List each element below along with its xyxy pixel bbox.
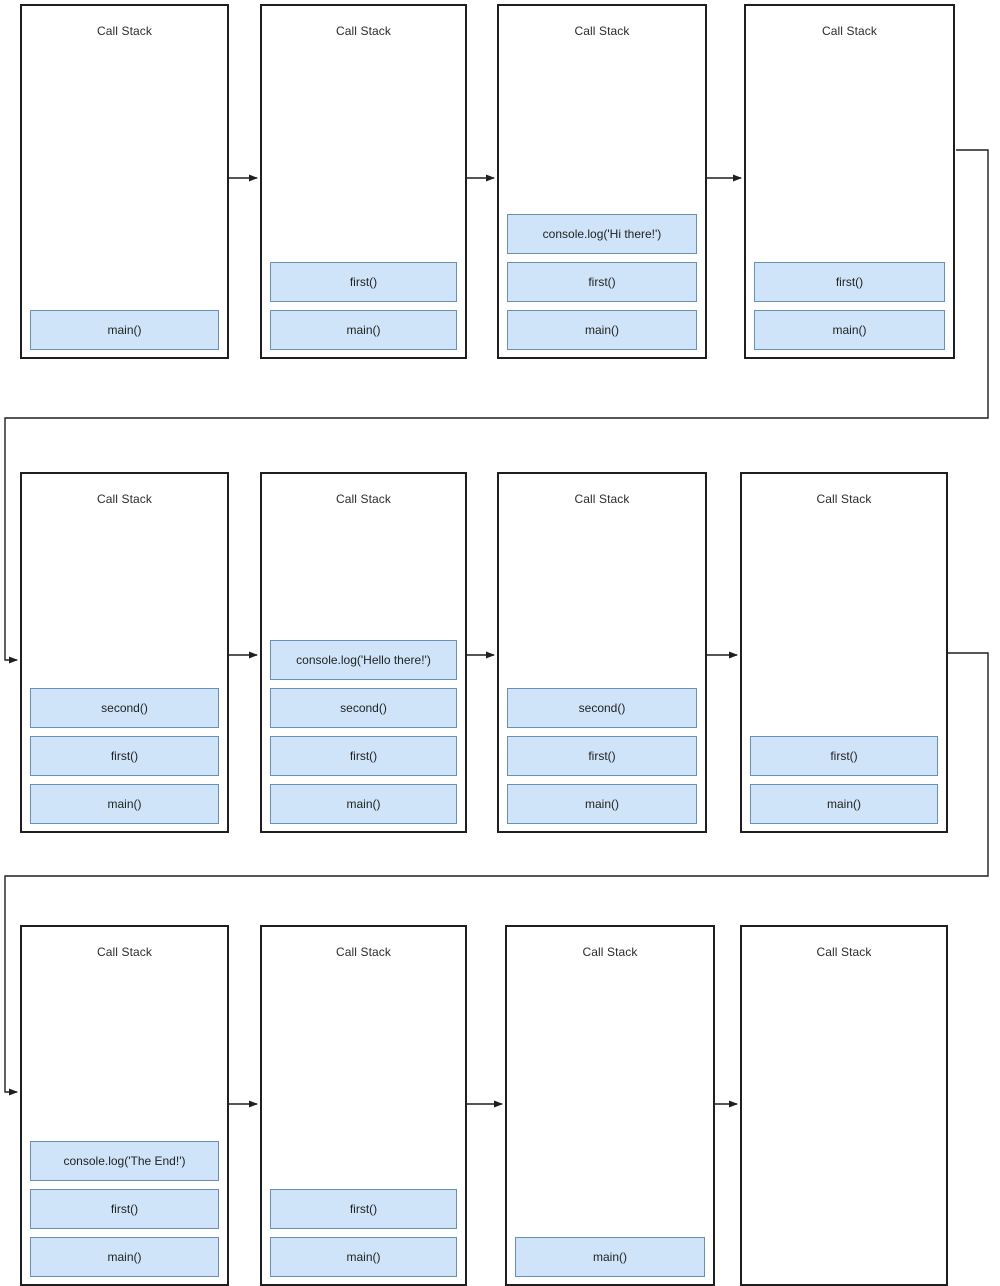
panel-title: Call Stack bbox=[816, 492, 872, 506]
stack-frames: first() main() bbox=[262, 1189, 465, 1284]
stack-frame[interactable]: first() bbox=[270, 1189, 457, 1229]
stack-frame[interactable]: console.log('Hi there!') bbox=[507, 214, 697, 254]
panel-title: Call Stack bbox=[574, 24, 630, 38]
panel-title: Call Stack bbox=[96, 492, 153, 506]
stack-frame[interactable]: first() bbox=[507, 262, 697, 302]
stack-frame[interactable]: first() bbox=[270, 262, 457, 302]
stack-frames: main() bbox=[22, 310, 227, 357]
stack-frame[interactable]: main() bbox=[30, 784, 219, 824]
stack-frames: console.log('Hello there!') second() first… bbox=[262, 640, 465, 831]
stack-frames: second() first() main() bbox=[499, 688, 705, 831]
stack-frame[interactable]: main() bbox=[270, 310, 457, 350]
call-stack-panel-step-9[interactable]: Call Stack console.log('The End!') first(… bbox=[20, 925, 229, 1286]
stack-frames: console.log('The End!') first() main() bbox=[22, 1141, 227, 1284]
stack-frame[interactable]: main() bbox=[30, 310, 219, 350]
panel-title: Call Stack bbox=[335, 945, 392, 959]
stack-frame[interactable]: main() bbox=[270, 1237, 457, 1277]
stack-frames bbox=[742, 1277, 946, 1284]
stack-frames: first() main() bbox=[262, 262, 465, 357]
stack-frame[interactable]: main() bbox=[507, 310, 697, 350]
call-stack-panel-step-5[interactable]: Call Stack second() first() main() bbox=[20, 472, 229, 833]
call-stack-panel-step-6[interactable]: Call Stack console.log('Hello there!') se… bbox=[260, 472, 467, 833]
call-stack-panel-step-4[interactable]: Call Stack first() main() bbox=[744, 4, 955, 359]
stack-frames: console.log('Hi there!') first() main() bbox=[499, 214, 705, 357]
stack-frame[interactable]: second() bbox=[30, 688, 219, 728]
stack-frame[interactable]: first() bbox=[30, 736, 219, 776]
call-stack-panel-step-3[interactable]: Call Stack console.log('Hi there!') first… bbox=[497, 4, 707, 359]
stack-frame[interactable]: second() bbox=[270, 688, 457, 728]
stack-frame[interactable]: main() bbox=[30, 1237, 219, 1277]
call-stack-panel-step-1[interactable]: Call Stack main() bbox=[20, 4, 229, 359]
stack-frame[interactable]: first() bbox=[270, 736, 457, 776]
stack-frame[interactable]: second() bbox=[507, 688, 697, 728]
panel-title: Call Stack bbox=[96, 945, 153, 959]
stack-frame[interactable]: main() bbox=[507, 784, 697, 824]
panel-title: Call Stack bbox=[821, 24, 878, 38]
stack-frame[interactable]: console.log('Hello there!') bbox=[270, 640, 457, 680]
stack-frame[interactable]: main() bbox=[270, 784, 457, 824]
stack-frame[interactable]: first() bbox=[754, 262, 945, 302]
panel-title: Call Stack bbox=[574, 492, 630, 506]
stack-frames: second() first() main() bbox=[22, 688, 227, 831]
stack-frame[interactable]: main() bbox=[754, 310, 945, 350]
panel-title: Call Stack bbox=[335, 24, 392, 38]
call-stack-panel-step-8[interactable]: Call Stack first() main() bbox=[740, 472, 948, 833]
call-stack-panel-step-2[interactable]: Call Stack first() main() bbox=[260, 4, 467, 359]
panel-title: Call Stack bbox=[582, 945, 638, 959]
call-stack-panel-step-11[interactable]: Call Stack main() bbox=[505, 925, 715, 1286]
stack-frame[interactable]: main() bbox=[515, 1237, 705, 1277]
panel-title: Call Stack bbox=[335, 492, 392, 506]
stack-frames: first() main() bbox=[746, 262, 953, 357]
call-stack-panel-step-7[interactable]: Call Stack second() first() main() bbox=[497, 472, 707, 833]
stack-frame[interactable]: console.log('The End!') bbox=[30, 1141, 219, 1181]
panel-title: Call Stack bbox=[816, 945, 872, 959]
stack-frames: main() bbox=[507, 1237, 713, 1284]
stack-frame[interactable]: main() bbox=[750, 784, 938, 824]
stack-frame[interactable]: first() bbox=[507, 736, 697, 776]
call-stack-panel-step-12[interactable]: Call Stack bbox=[740, 925, 948, 1286]
panel-title: Call Stack bbox=[96, 24, 153, 38]
call-stack-panel-step-10[interactable]: Call Stack first() main() bbox=[260, 925, 467, 1286]
stack-frames: first() main() bbox=[742, 736, 946, 831]
stack-frame[interactable]: first() bbox=[30, 1189, 219, 1229]
stack-frame[interactable]: first() bbox=[750, 736, 938, 776]
